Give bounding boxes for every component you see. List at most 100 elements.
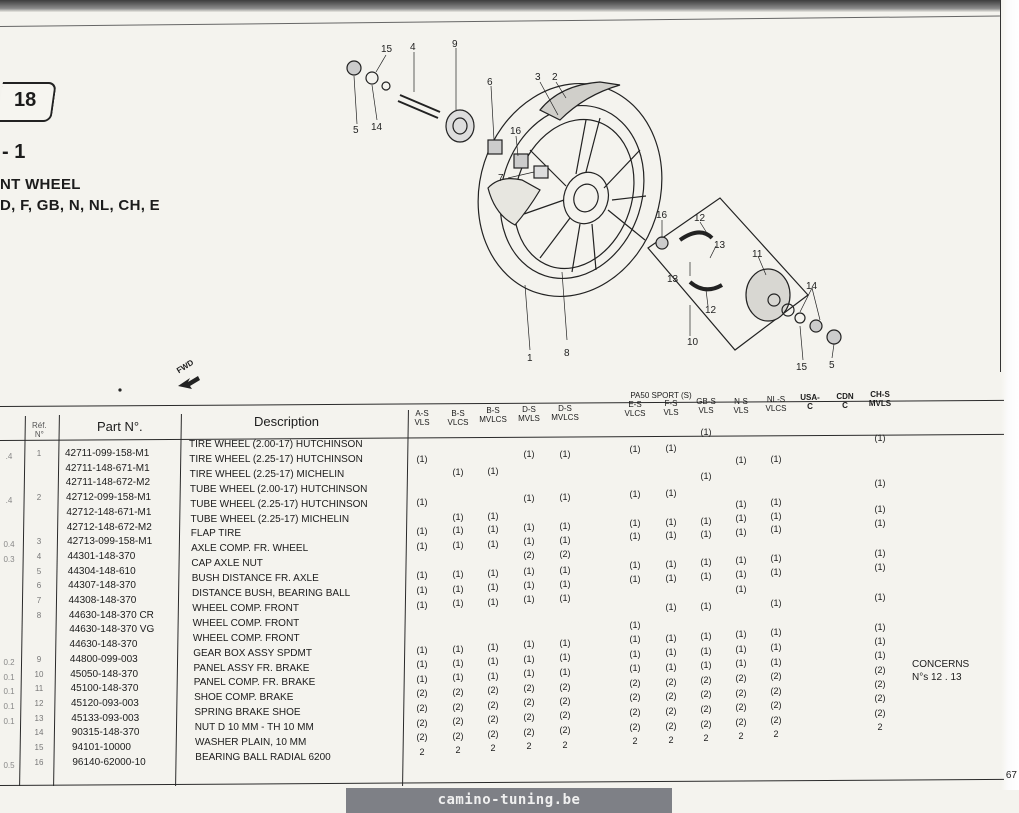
part-number: 42711-099-158-M1	[65, 448, 150, 459]
quantity-cell: (1)	[629, 444, 641, 454]
list-qty: 0.1	[3, 716, 15, 726]
quantity-cell: (1)	[735, 629, 747, 639]
part-description: WASHER PLAIN, 10 MM	[195, 737, 307, 748]
quantity-cell: (1)	[559, 579, 571, 589]
section-title: NT WHEEL	[0, 176, 81, 193]
quantity-cell: (2)	[700, 675, 712, 685]
quantity-cell: (2)	[452, 716, 464, 726]
quantity-cell: (1)	[629, 634, 641, 644]
quantity-cell: (2)	[629, 707, 641, 717]
quantity-cell: (1)	[416, 600, 428, 610]
quantity-cell: (1)	[487, 597, 499, 607]
part-description: BEARING BALL RADIAL 6200	[195, 751, 331, 763]
wheel-spokes	[529, 117, 646, 271]
quantity-cell: (1)	[416, 570, 428, 580]
list-qty: 0.1	[3, 687, 15, 697]
callout-6: 6	[487, 77, 493, 88]
quantity-cell: (1)	[700, 571, 712, 581]
ref-number: 7	[36, 596, 42, 605]
part-description: WHEEL COMP. FRONT	[192, 617, 300, 629]
quantity-cell: (1)	[665, 602, 677, 612]
quantity-cell: (2)	[452, 702, 464, 712]
ref-number: 16	[34, 757, 44, 767]
part-description: PANEL ASSY FR. BRAKE	[193, 662, 310, 674]
quantity-cell: (1)	[629, 574, 641, 584]
quantity-cell: (1)	[665, 488, 677, 498]
part-number: 45100-148-370	[70, 683, 139, 695]
quantity-cell: (2)	[665, 706, 677, 716]
quantity-cell: (2)	[874, 665, 886, 675]
quantity-cell: (2)	[665, 691, 677, 701]
quantity-cell: (2)	[523, 550, 535, 560]
quantity-cell: (1)	[735, 499, 747, 509]
quantity-cell: (1)	[487, 539, 499, 549]
quantity-cell: (2)	[665, 677, 677, 687]
quantity-cell: (1)	[700, 631, 712, 641]
quantity-cell: (1)	[629, 620, 641, 630]
quantity-cell: (1)	[559, 638, 571, 648]
quantity-cell: (1)	[735, 555, 747, 565]
model-column-header-line1: E-S	[628, 400, 642, 409]
quantity-cell: (1)	[523, 493, 535, 503]
page-number: 67	[1005, 770, 1017, 781]
model-column-header-line1: CH-S	[870, 390, 890, 399]
quantity-cell: (1)	[559, 535, 571, 545]
model-column-header-line1: GB-S	[696, 397, 716, 406]
list-qty: 0.3	[3, 554, 15, 564]
model-column-header-line2: C	[807, 402, 813, 411]
callout-5-top: 5	[353, 125, 359, 136]
quantity-cell: (2)	[874, 708, 886, 718]
quantity-cell: 2	[773, 729, 779, 739]
quantity-cell: (2)	[523, 727, 535, 737]
quantity-cell: (1)	[770, 553, 782, 563]
part-description: TUBE WHEEL (2.25-17) HUTCHINSON	[190, 498, 368, 510]
quantity-cell: (1)	[629, 649, 641, 659]
model-column-header-line2: MVLCS	[551, 413, 579, 422]
model-column-header-line1: USA-	[800, 393, 820, 402]
quantity-cell: (1)	[487, 466, 499, 476]
quantity-cell: (1)	[523, 566, 535, 576]
quantity-cell: (2)	[559, 549, 571, 559]
quantity-cell: 2	[703, 733, 709, 743]
quantity-cell: (1)	[523, 639, 535, 649]
quantity-cell: (2)	[629, 722, 641, 732]
model-column-header-line1: B-S	[486, 406, 500, 415]
quantity-cell: (1)	[874, 592, 886, 602]
quantity-cell: (2)	[559, 710, 571, 720]
quantity-cell: (1)	[416, 659, 428, 669]
model-column-header-line2: VLS	[414, 418, 430, 427]
quantity-cell: (2)	[452, 731, 464, 741]
part-number: 44800-099-003	[69, 653, 138, 665]
quantity-cell: 2	[632, 736, 638, 746]
quantity-cell: (1)	[452, 525, 464, 535]
part-number: 45120-093-003	[70, 697, 139, 709]
diagram-right-border	[1000, 0, 1001, 372]
model-column-header-line1: F-S	[664, 399, 678, 408]
quantity-cell: (2)	[416, 732, 428, 742]
part-description: SHOE COMP. BRAKE	[194, 692, 294, 704]
section-countries: D, F, GB, N, NL, CH, E	[0, 197, 160, 214]
part-description: NUT D 10 MM - TH 10 MM	[194, 722, 314, 734]
ref-number: 9	[36, 654, 42, 664]
quantity-cell: (1)	[700, 471, 712, 481]
quantity-cell: (1)	[735, 569, 747, 579]
quantity-cell: (1)	[735, 527, 747, 537]
quantity-cell: (1)	[665, 662, 677, 672]
quantity-cell: (1)	[874, 650, 886, 660]
part-number: 44308-148-370	[68, 595, 137, 606]
subsection-number: - 1	[2, 141, 26, 163]
quantity-cell: (1)	[874, 478, 886, 488]
part-number: 44304-148-610	[67, 565, 136, 577]
quantity-cell: (1)	[665, 573, 677, 583]
callout-8: 8	[564, 348, 570, 359]
model-column-header-line1: D-S	[558, 404, 572, 413]
callout-16-right: 16	[656, 210, 668, 221]
quantity-cell: (2)	[735, 717, 747, 727]
part-number: 90315-148-370	[71, 727, 140, 739]
model-column-header-line1: N-S	[734, 397, 748, 406]
ref-number: 12	[34, 698, 44, 708]
